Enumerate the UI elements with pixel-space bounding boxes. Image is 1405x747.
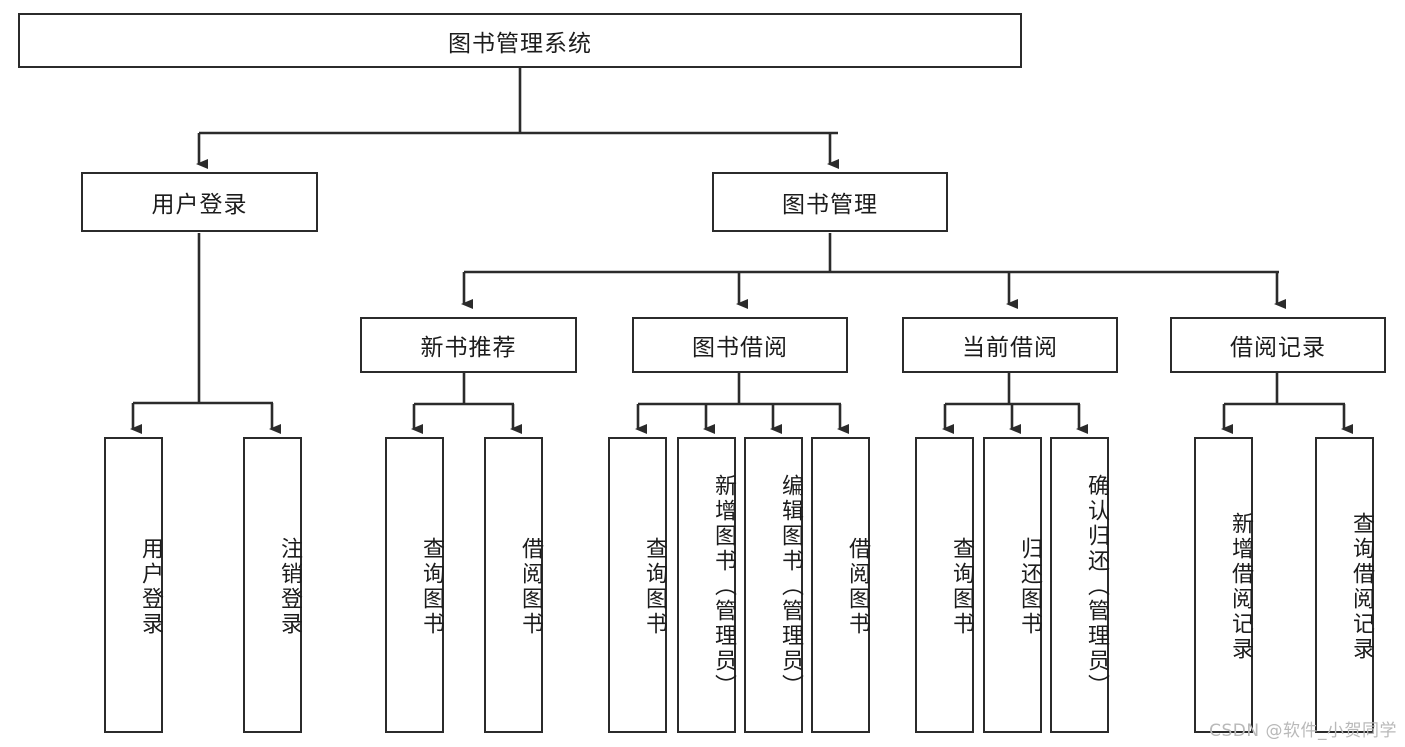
- node-label: 归还图书: [1017, 537, 1042, 637]
- node-label: 借阅记录: [1230, 335, 1326, 361]
- node-label: 借阅图书: [518, 537, 543, 637]
- node-book-management[interactable]: 图书管理: [712, 172, 948, 232]
- node-label: 查询图书: [949, 537, 974, 637]
- leaf-borrow-edit-book-admin[interactable]: 编辑图书（管理员）: [744, 437, 803, 733]
- node-label: 新书推荐: [420, 335, 517, 361]
- node-borrow-record[interactable]: 借阅记录: [1170, 317, 1386, 373]
- node-label: 用户登录: [138, 537, 163, 637]
- node-user-login[interactable]: 用户登录: [81, 172, 318, 232]
- node-label: 图书借阅: [692, 335, 788, 361]
- node-new-book-recommend[interactable]: 新书推荐: [360, 317, 577, 373]
- node-label: 注销登录: [277, 537, 302, 637]
- node-label: 编辑图书（管理员）: [778, 473, 803, 699]
- leaf-current-confirm-return-admin[interactable]: 确认归还（管理员）: [1050, 437, 1109, 733]
- leaf-current-query-book[interactable]: 查询图书: [915, 437, 974, 733]
- node-label: 查询借阅记录: [1349, 512, 1374, 662]
- watermark-text: CSDN @软件_小贺同学: [1209, 721, 1397, 741]
- node-book-borrow[interactable]: 图书借阅: [632, 317, 848, 373]
- node-label: 新增借阅记录: [1228, 512, 1253, 662]
- node-label: 确认归还（管理员）: [1084, 473, 1109, 699]
- node-label: 查询图书: [642, 537, 667, 637]
- node-label: 查询图书: [419, 537, 444, 637]
- leaf-borrow-query-book[interactable]: 查询图书: [608, 437, 667, 733]
- leaf-record-add-borrow-record[interactable]: 新增借阅记录: [1194, 437, 1253, 733]
- node-label: 当前借阅: [962, 335, 1058, 361]
- leaf-current-return-book[interactable]: 归还图书: [983, 437, 1042, 733]
- node-label: 新增图书（管理员）: [711, 473, 736, 699]
- node-current-borrow[interactable]: 当前借阅: [902, 317, 1118, 373]
- leaf-new-book-query[interactable]: 查询图书: [385, 437, 444, 733]
- leaf-user-login-signin[interactable]: 用户登录: [104, 437, 163, 733]
- leaf-borrow-add-book-admin[interactable]: 新增图书（管理员）: [677, 437, 736, 733]
- node-root-book-management-system[interactable]: 图书管理系统: [18, 13, 1022, 68]
- leaf-user-login-signout[interactable]: 注销登录: [243, 437, 302, 733]
- leaf-new-book-borrow[interactable]: 借阅图书: [484, 437, 543, 733]
- leaf-record-query-borrow-record[interactable]: 查询借阅记录: [1315, 437, 1374, 733]
- leaf-borrow-borrow-book[interactable]: 借阅图书: [811, 437, 870, 733]
- node-label: 借阅图书: [845, 537, 870, 637]
- node-label: 图书管理系统: [448, 30, 592, 57]
- node-label: 图书管理: [782, 192, 878, 218]
- node-label: 用户登录: [151, 192, 248, 218]
